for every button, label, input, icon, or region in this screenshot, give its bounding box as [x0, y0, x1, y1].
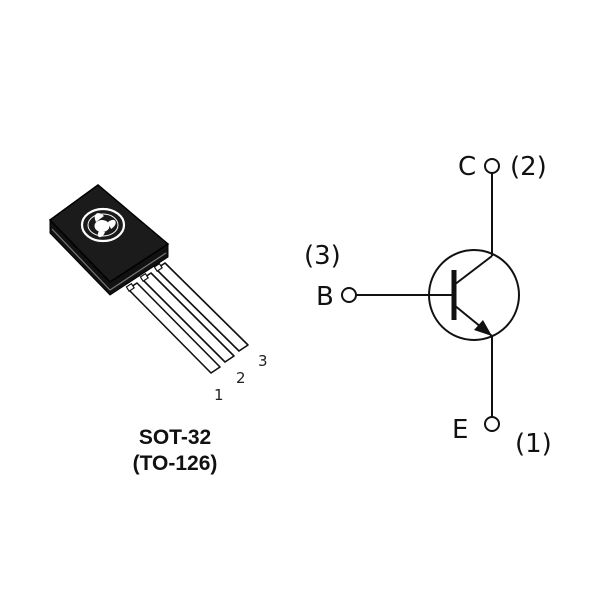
lead-shoulders [125, 262, 163, 292]
emitter-pin-label: (1) [515, 429, 552, 459]
package-alt-name-label: (TO-126) [132, 452, 218, 475]
pin-number-3: 3 [258, 352, 268, 370]
manufacturer-logo-icon [94, 213, 116, 238]
package-leads [127, 262, 249, 374]
base-letter: B [316, 282, 334, 312]
package-body-edge-highlight [51, 228, 167, 291]
collector-pin-label: (2) [510, 152, 547, 182]
collector-diagonal [453, 255, 493, 286]
lead-2 [141, 272, 235, 363]
emitter-arrow-icon [474, 320, 492, 336]
pin-number-2: 2 [236, 369, 246, 387]
base-pin-label: (3) [304, 241, 341, 271]
base-terminal [341, 287, 357, 303]
emitter-terminal [484, 416, 500, 432]
lead-3 [155, 262, 249, 352]
lead-1 [127, 282, 221, 374]
npn-transistor-symbol: C (2) (3) B E (1) [304, 152, 552, 459]
emitter-letter: E [452, 415, 468, 445]
collector-terminal [484, 158, 500, 174]
package-name-label: SOT-32 [138, 426, 212, 449]
pin-number-1: 1 [214, 386, 224, 404]
collector-letter: C [458, 152, 476, 182]
sot32-package-illustration: 1 2 3 [48, 184, 268, 404]
